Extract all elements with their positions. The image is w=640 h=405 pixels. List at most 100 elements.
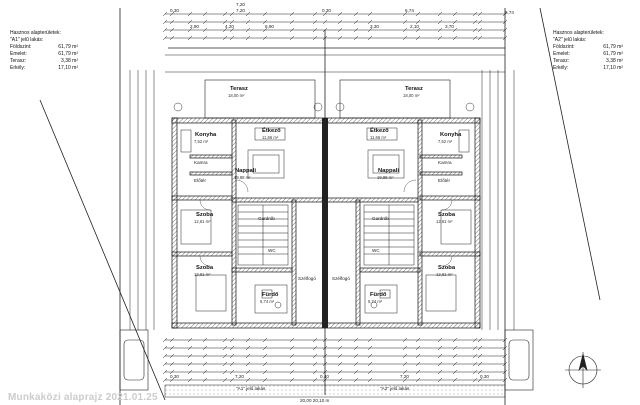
dimension-tick [502,27,508,33]
legend-left-row: Erkély:17,10 m² [10,65,78,71]
dimension-tick [477,377,483,383]
dimension-tick [245,361,251,367]
dimension-tick [402,27,408,33]
dimension-lines-top [165,13,505,73]
legend-right-row: Emelet:61,79 m² [553,51,623,57]
dimension-tick [452,337,458,343]
dimension-tick [337,337,343,343]
area-furdo-right: 5,74 m² [368,299,383,304]
dimension-tick [245,337,251,343]
dimension-tick [437,19,443,25]
dimension-tick [452,11,458,17]
dimension-tick [477,369,483,375]
dimension-tick [353,361,359,367]
dimension-tick [262,353,268,359]
dimension-tick [353,19,359,25]
dimension-tick [312,19,318,25]
dimension-tick [437,369,443,375]
dimension-lines-side [129,70,515,330]
dimension-tick [415,27,421,33]
dimension-tick [472,35,478,41]
dimension-tick [229,337,235,343]
dimension-tick [262,35,268,41]
parking-left [119,329,149,391]
dimension-tick [415,369,421,375]
dimension-tick [367,377,373,383]
dimension-tick [472,337,478,343]
level-markers [173,102,475,112]
dimension-tick [437,337,443,343]
dimension-tick [202,11,208,17]
dimension-tick [322,369,328,375]
room-gardrob-right: Gardrób [372,216,389,221]
dimension-tick [262,377,268,383]
dimension-tick [289,19,295,25]
room-terasz-left: Terasz [230,86,248,92]
dimension-tick [452,345,458,351]
legend-right: Hasznos alapterületek: "A2" jelű lakás: … [553,30,623,72]
dimension-tick [477,27,483,33]
dimension-tick [367,345,373,351]
dim-top: 7,20 [236,8,245,13]
dimension-tick [162,377,168,383]
dim-bottom: 0,40 [320,374,329,379]
door-swings [199,179,453,267]
area-terasz-left: 18,00 m² [228,93,245,98]
dimension-tick [202,19,208,25]
dimension-tick [187,19,193,25]
dim-top: 6,74 [405,8,414,13]
dimension-tick [322,19,328,25]
dimension-tick [415,11,421,17]
dimension-tick [472,345,478,351]
dimension-tick [222,345,228,351]
dim-total: 20,00 20,10 m [300,398,330,403]
dimension-tick [245,19,251,25]
dimension-tick [202,337,208,343]
dimension-tick [162,11,168,17]
area-furdo-left: 5,74 m² [260,299,275,304]
furniture-left [180,127,288,314]
dimension-tick [337,11,343,17]
room-kamra-right: Kamra [438,160,452,165]
dimension-tick [162,337,168,343]
dimension-tick [452,27,458,33]
dimension-tick [415,35,421,41]
dimension-tick [312,377,318,383]
dimension-tick [202,27,208,33]
dimension-tick [262,361,268,367]
room-etkezo-right: Étkező [370,128,389,134]
dimension-tick [452,361,458,367]
dimension-tick [402,361,408,367]
dimension-tick [229,369,235,375]
dimension-tick [169,19,175,25]
dimension-tick [472,377,478,383]
dimension-tick [289,361,295,367]
dimension-tick [402,353,408,359]
dimension-tick [353,353,359,359]
dimension-tick [289,337,295,343]
dimension-lines-bottom [165,339,505,381]
dimension-tick [367,353,373,359]
room-wc-left: WC [268,248,276,253]
dimension-tick [415,353,421,359]
dimension-tick [222,369,228,375]
dimension-tick [222,19,228,25]
dimension-tick [202,35,208,41]
stairs-right [363,204,415,266]
dim-bottom: 7,20 [235,374,244,379]
dim-second: 3,30 [370,24,379,29]
dimension-tick [337,27,343,33]
dimension-tick [437,11,443,17]
dimension-tick [402,337,408,343]
dimension-tick [169,35,175,41]
dimension-tick [222,27,228,33]
dimension-tick [437,35,443,41]
dimension-tick [162,369,168,375]
dimension-tick [229,345,235,351]
dimension-tick [402,345,408,351]
dimension-tick [502,11,508,17]
dimension-tick [353,345,359,351]
dimension-tick [162,361,168,367]
dim-header-left: 7,20 [236,2,245,7]
